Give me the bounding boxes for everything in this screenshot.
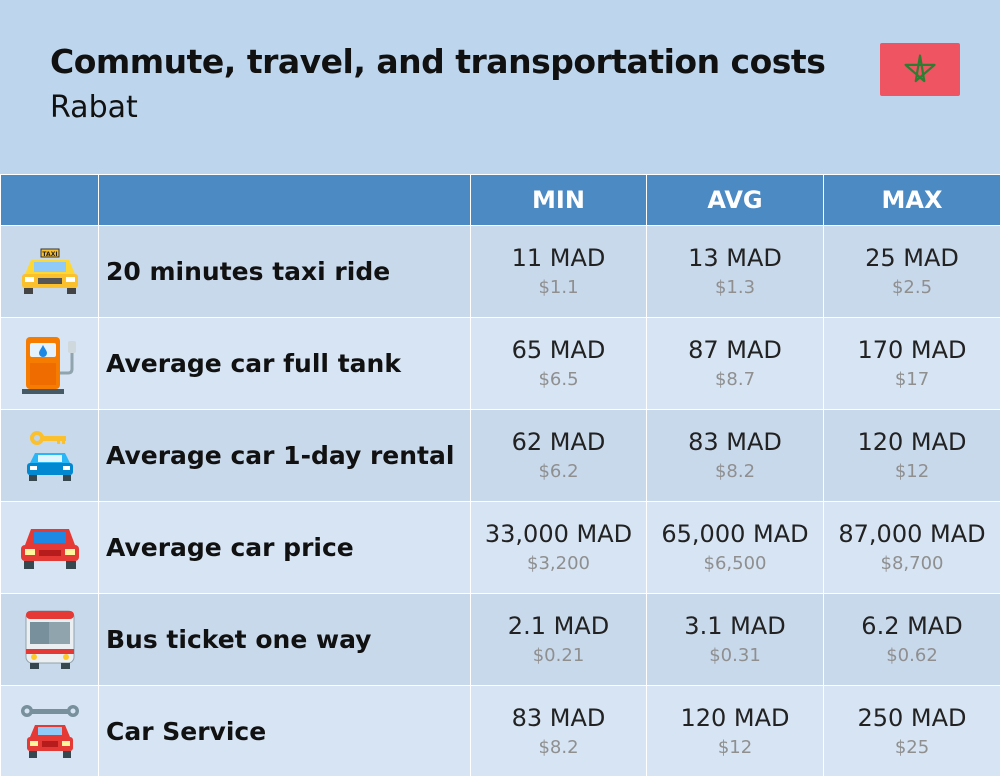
- avg-usd: $8.2: [714, 460, 756, 482]
- taxi-icon: TAXI: [0, 225, 99, 318]
- min-value: 83 MAD $8.2: [470, 685, 647, 776]
- max-value: 6.2 MAD $0.62: [823, 593, 1000, 686]
- avg-value: 120 MAD $12: [646, 685, 824, 776]
- row-label: Bus ticket one way: [98, 593, 471, 686]
- red-car-icon: [0, 501, 99, 594]
- max-mad: 25 MAD: [865, 243, 959, 272]
- max-value: 25 MAD $2.5: [823, 225, 1000, 318]
- min-mad: 2.1 MAD: [507, 611, 610, 640]
- avg-usd: $1.3: [714, 276, 756, 298]
- avg-value: 87 MAD $8.7: [646, 317, 824, 410]
- min-usd: $1.1: [538, 276, 579, 298]
- max-mad: 87,000 MAD: [838, 519, 986, 548]
- max-mad: 6.2 MAD: [861, 611, 963, 640]
- row-label: Average car price: [98, 501, 471, 594]
- avg-mad: 83 MAD: [688, 427, 782, 456]
- table-row: Average car 1-day rental 62 MAD $6.2 83 …: [0, 409, 1000, 502]
- min-value: 2.1 MAD $0.21: [470, 593, 647, 686]
- row-label: Average car 1-day rental: [98, 409, 471, 502]
- min-mad: 65 MAD: [511, 335, 606, 364]
- min-mad: 62 MAD: [511, 427, 606, 456]
- page-title: Commute, travel, and transportation cost…: [50, 42, 826, 81]
- min-value: 62 MAD $6.2: [470, 409, 647, 502]
- table-row: Average car price 33,000 MAD $3,200 65,0…: [0, 501, 1000, 594]
- car-service-wrench-icon: [0, 685, 99, 776]
- avg-mad: 3.1 MAD: [684, 611, 786, 640]
- min-value: 65 MAD $6.5: [470, 317, 647, 410]
- max-usd: $17: [894, 368, 930, 390]
- avg-usd: $8.7: [714, 368, 756, 390]
- row-label: 20 minutes taxi ride: [98, 225, 471, 318]
- city-subtitle: Rabat: [50, 90, 138, 125]
- max-value: 170 MAD $17: [823, 317, 1000, 410]
- max-usd: $8,700: [880, 552, 944, 574]
- header-min: MIN: [470, 174, 647, 226]
- min-usd: $0.21: [532, 644, 585, 666]
- min-usd: $3,200: [527, 552, 590, 574]
- min-usd: $8.2: [538, 736, 579, 758]
- min-value: 11 MAD $1.1: [470, 225, 647, 318]
- avg-mad: 120 MAD: [680, 703, 790, 732]
- table-row: TAXI 20 minutes taxi ride 11 MAD $1.1 13…: [0, 225, 1000, 318]
- max-value: 87,000 MAD $8,700: [823, 501, 1000, 594]
- max-usd: $2.5: [891, 276, 933, 298]
- morocco-flag-icon: [880, 43, 960, 96]
- table-header-row: MIN AVG MAX: [0, 174, 1000, 226]
- max-mad: 170 MAD: [857, 335, 967, 364]
- min-value: 33,000 MAD $3,200: [470, 501, 647, 594]
- min-mad: 11 MAD: [511, 243, 606, 272]
- max-value: 250 MAD $25: [823, 685, 1000, 776]
- avg-usd: $6,500: [703, 552, 767, 574]
- avg-usd: $12: [717, 736, 753, 758]
- header-max: MAX: [823, 174, 1000, 226]
- max-usd: $0.62: [886, 644, 938, 666]
- avg-mad: 87 MAD: [688, 335, 782, 364]
- fuel-pump-icon: [0, 317, 99, 410]
- bus-icon: [0, 593, 99, 686]
- avg-usd: $0.31: [709, 644, 761, 666]
- min-mad: 33,000 MAD: [484, 519, 633, 548]
- table-row: Average car full tank 65 MAD $6.5 87 MAD…: [0, 317, 1000, 410]
- table-row: Bus ticket one way 2.1 MAD $0.21 3.1 MAD…: [0, 593, 1000, 686]
- avg-mad: 13 MAD: [688, 243, 782, 272]
- svg-text:TAXI: TAXI: [42, 251, 57, 258]
- max-value: 120 MAD $12: [823, 409, 1000, 502]
- row-label: Car Service: [98, 685, 471, 776]
- header-label-col: [98, 174, 471, 226]
- car-rental-key-icon: [0, 409, 99, 502]
- avg-value: 65,000 MAD $6,500: [646, 501, 824, 594]
- avg-value: 83 MAD $8.2: [646, 409, 824, 502]
- max-usd: $12: [894, 460, 930, 482]
- row-label: Average car full tank: [98, 317, 471, 410]
- avg-value: 13 MAD $1.3: [646, 225, 824, 318]
- avg-value: 3.1 MAD $0.31: [646, 593, 824, 686]
- min-usd: $6.2: [538, 460, 579, 482]
- page-header: Commute, travel, and transportation cost…: [0, 0, 1000, 174]
- header-icon-col: [0, 174, 99, 226]
- max-usd: $25: [894, 736, 930, 758]
- cost-table: MIN AVG MAX TAXI 20: [0, 174, 1000, 776]
- min-usd: $6.5: [538, 368, 579, 390]
- header-avg: AVG: [646, 174, 824, 226]
- max-mad: 250 MAD: [857, 703, 967, 732]
- table-row: Car Service 83 MAD $8.2 120 MAD $12 250 …: [0, 685, 1000, 776]
- max-mad: 120 MAD: [857, 427, 967, 456]
- avg-mad: 65,000 MAD: [661, 519, 809, 548]
- min-mad: 83 MAD: [511, 703, 606, 732]
